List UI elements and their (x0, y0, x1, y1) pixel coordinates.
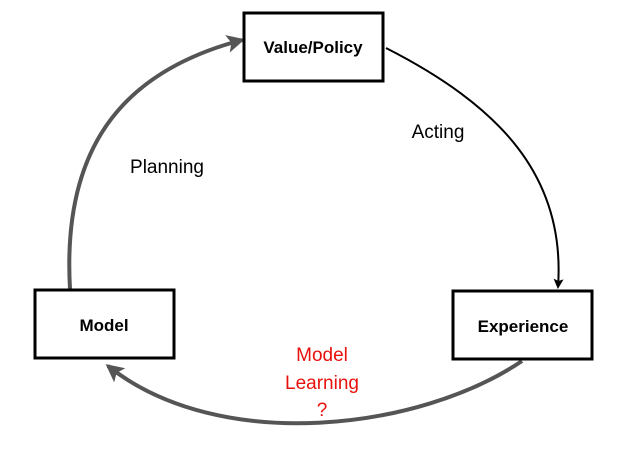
model-learning-arrow (105, 359, 524, 426)
model-learning-question-mark: ? (317, 400, 328, 421)
model-learning-label-line-2: Learning (285, 373, 359, 394)
planning-arrow (67, 35, 245, 290)
value-policy-node: Value/Policy (242, 11, 385, 83)
acting-arrow (385, 47, 564, 289)
model-node: Model (33, 288, 176, 360)
value-policy-label: Value/Policy (263, 38, 363, 57)
model-label: Model (79, 316, 128, 335)
model-learning-label-line-1: Model (296, 345, 348, 366)
acting-label: Acting (412, 122, 465, 143)
experience-label: Experience (478, 317, 569, 336)
experience-node: Experience (451, 289, 594, 361)
planning-label: Planning (130, 157, 204, 178)
